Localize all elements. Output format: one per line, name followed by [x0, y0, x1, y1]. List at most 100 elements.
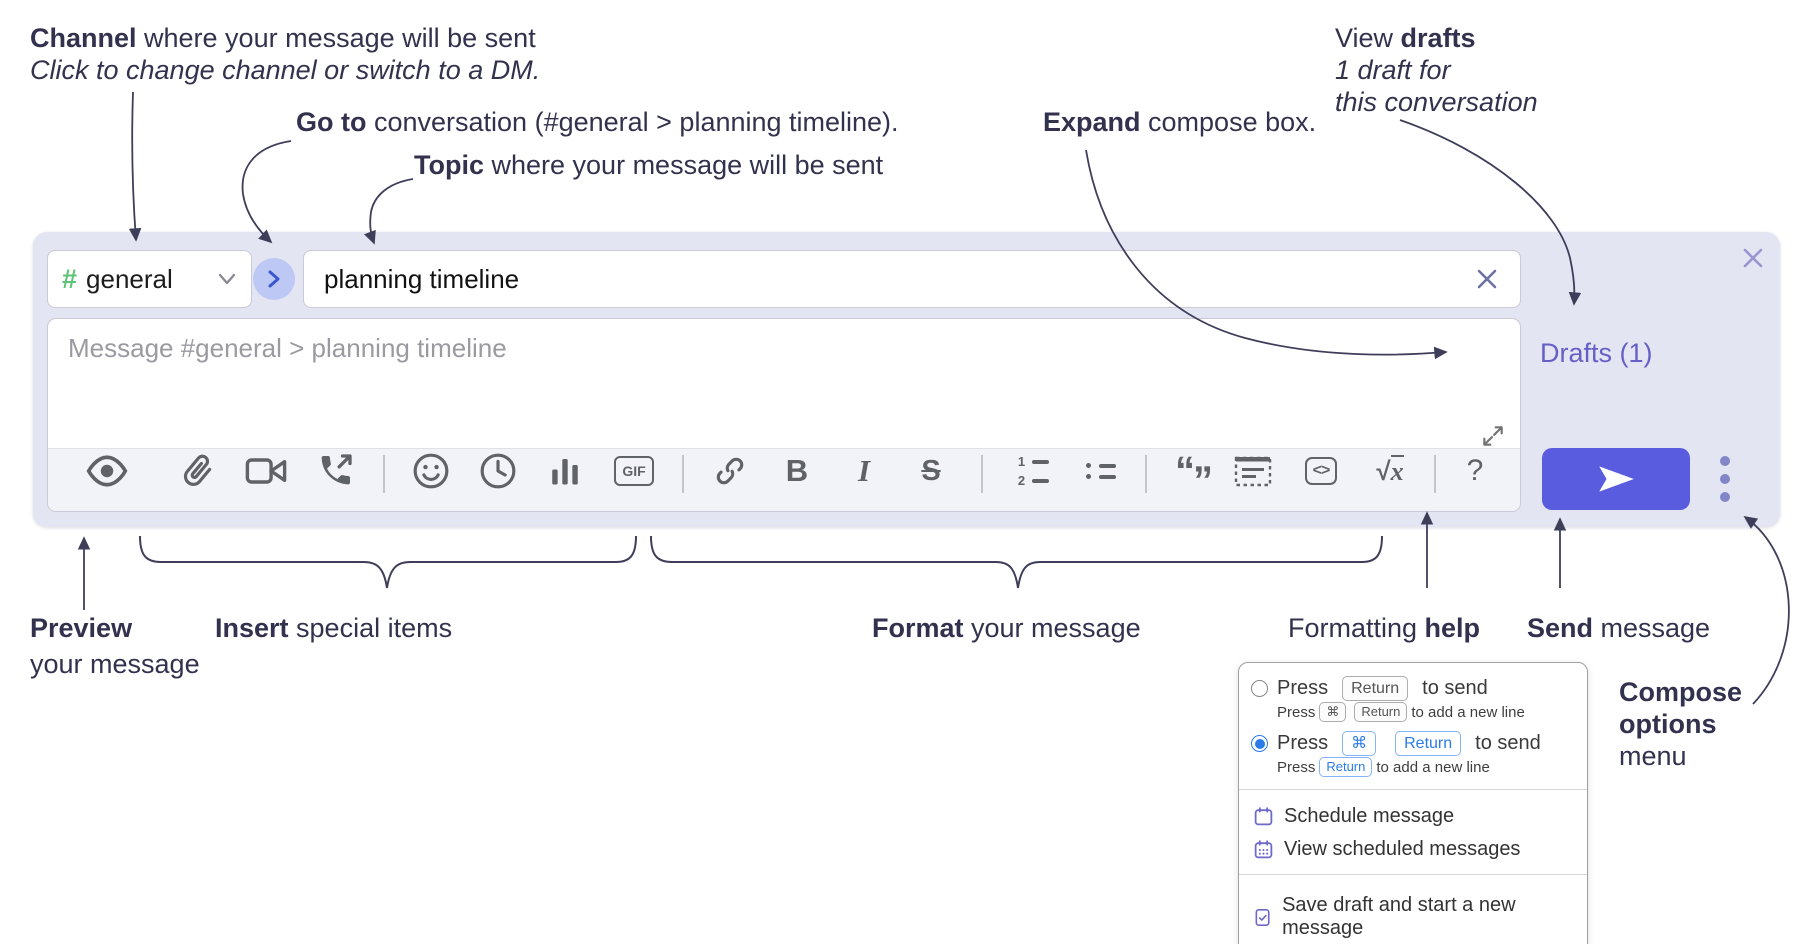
annotation-view-drafts: View drafts: [1335, 23, 1476, 53]
kbd-cmd: ⌘: [1319, 702, 1347, 722]
message-area[interactable]: Message #general > planning timeline: [47, 318, 1521, 512]
close-compose-icon[interactable]: [1739, 244, 1767, 272]
quote-button[interactable]: “”: [1166, 443, 1220, 503]
draft-check-icon: [1255, 908, 1270, 926]
eye-icon: [86, 455, 128, 487]
annotation-compose-options-l3: menu: [1619, 741, 1687, 771]
spoiler-button[interactable]: [1226, 443, 1280, 499]
add-time-button[interactable]: [471, 443, 525, 499]
kbd-return: Return: [1319, 757, 1373, 777]
menu-item-save-draft[interactable]: Save draft and start a new message: [1239, 889, 1587, 944]
italic-icon: I: [857, 453, 871, 488]
kebab-dot: [1720, 456, 1730, 466]
compose-options-menu-button[interactable]: [1714, 454, 1736, 504]
clock-icon: [480, 453, 516, 489]
annotation-expand: Expand compose box.: [1043, 107, 1317, 137]
code-icon: <>: [1304, 457, 1338, 485]
strikethrough-icon: S: [921, 454, 941, 487]
annotation-go-to: Go to conversation (#general > planning …: [296, 107, 899, 137]
annotation-view-drafts-l2: 1 draft for: [1335, 55, 1451, 85]
annotation-topic: Topic where your message will be sent: [414, 150, 884, 180]
drafts-link[interactable]: Drafts (1): [1540, 338, 1653, 368]
kebab-dot: [1720, 474, 1730, 484]
bold-icon: B: [785, 453, 809, 488]
menu-item-schedule-message[interactable]: Schedule message: [1239, 800, 1587, 833]
message-placeholder: Message #general > planning timeline: [68, 333, 507, 363]
question-mark-icon: ?: [1466, 454, 1484, 487]
topic-input[interactable]: planning timeline: [303, 250, 1521, 308]
annotation-insert: Insert special items: [215, 613, 453, 643]
calendar-icon: [1254, 807, 1273, 826]
compose-toolbar: GIF B I: [48, 448, 1520, 511]
preview-button[interactable]: [80, 443, 134, 499]
compose-box: # general planning timeline Message #gen…: [33, 232, 1780, 527]
calendar-dots-icon: [1254, 840, 1273, 859]
menu-divider: [1239, 874, 1587, 875]
phone-outgoing-icon: [321, 454, 352, 485]
add-gif-button[interactable]: GIF: [607, 443, 661, 499]
radio-unselected[interactable]: [1251, 680, 1268, 697]
clear-topic-icon[interactable]: [1474, 266, 1500, 292]
chevron-right-icon: [268, 270, 280, 288]
expand-compose-icon[interactable]: [1480, 423, 1506, 449]
insert-link-button[interactable]: [703, 443, 757, 499]
topic-value: planning timeline: [324, 263, 520, 294]
toolbar-divider: [682, 455, 684, 493]
annotation-channel-sub: Click to change channel or switch to a D…: [30, 55, 541, 85]
annotation-channel: Channel where your message will be sent: [30, 23, 536, 53]
annotation-compose-options: Compose: [1619, 677, 1743, 707]
attach-file-button[interactable]: [171, 443, 225, 499]
send-plane-icon: [1599, 466, 1634, 492]
quote-icon: “”: [1175, 449, 1213, 503]
smiley-icon: [413, 453, 449, 489]
channel-hash-icon: #: [62, 263, 78, 294]
annotation-preview-l2: your message: [30, 649, 200, 679]
toolbar-divider: [1434, 455, 1436, 493]
toolbar-divider: [383, 455, 385, 493]
menu-item-view-scheduled[interactable]: View scheduled messages: [1239, 833, 1587, 866]
menu-divider: [1239, 789, 1587, 790]
channel-selector[interactable]: # general: [47, 250, 252, 308]
annotation-send: Send message: [1527, 613, 1711, 643]
italic-button[interactable]: I: [837, 443, 891, 499]
kbd-return: Return: [1342, 676, 1409, 701]
annotation-view-drafts-l3: this conversation: [1335, 87, 1538, 117]
strikethrough-button[interactable]: S: [904, 443, 958, 499]
latex-icon: √x: [1376, 454, 1404, 486]
toolbar-divider: [1145, 455, 1147, 493]
channel-name: general: [86, 263, 173, 294]
annotation-formatting-help: Formatting help: [1288, 613, 1481, 643]
annotation-compose-options-l2: options: [1619, 709, 1717, 739]
code-button[interactable]: <>: [1294, 443, 1348, 499]
audio-call-button[interactable]: [308, 443, 362, 499]
spoiler-icon: [1234, 456, 1272, 487]
gif-icon: GIF: [614, 456, 654, 486]
emoji-button[interactable]: [404, 443, 458, 499]
link-icon: [716, 457, 744, 485]
toolbar-divider: [981, 455, 983, 493]
kbd-return: Return: [1354, 702, 1408, 722]
kbd-return: Return: [1395, 731, 1462, 756]
video-camera-icon: [245, 458, 287, 484]
paperclip-icon: [183, 454, 212, 486]
send-button[interactable]: [1542, 448, 1690, 510]
math-button[interactable]: √x: [1363, 443, 1417, 499]
add-poll-button[interactable]: [538, 443, 592, 499]
formatting-help-button[interactable]: ?: [1448, 443, 1502, 499]
numbered-list-button[interactable]: 1 2: [1006, 443, 1060, 499]
go-to-conversation-button[interactable]: [253, 258, 295, 300]
radio-selected[interactable]: [1251, 735, 1268, 752]
bulleted-list-icon: [1084, 463, 1116, 479]
video-call-button[interactable]: [239, 443, 293, 499]
bold-button[interactable]: B: [770, 443, 824, 499]
numbered-list-icon: 1 2: [1017, 455, 1049, 487]
annotation-format: Format your message: [872, 613, 1141, 643]
bulleted-list-button[interactable]: [1073, 443, 1127, 499]
bar-chart-icon: [552, 459, 578, 485]
kebab-dot: [1720, 492, 1730, 502]
